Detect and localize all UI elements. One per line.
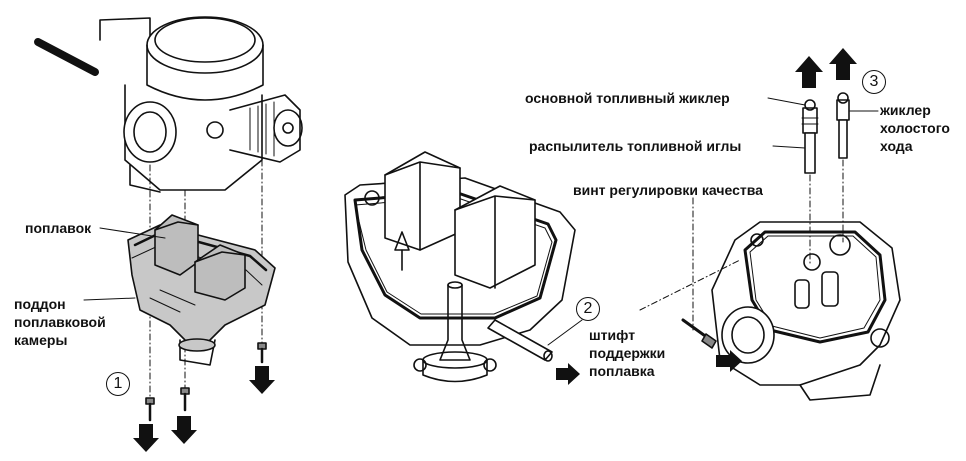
screws-left [145, 342, 267, 422]
label-float-chamber-tray-line2: поплавковой [14, 314, 106, 330]
guide-lines-right [639, 159, 844, 331]
quality-screw [681, 318, 717, 349]
label-float-chamber-tray-line1: поддон [14, 296, 66, 312]
label-quality-screw: винт регулировки качества [573, 182, 763, 198]
arrow-down-icon [249, 366, 275, 394]
label-float: поплавок [25, 220, 92, 236]
leader-lines [83, 97, 879, 346]
label-needle-jet: распылитель топливной иглы [529, 138, 742, 154]
label-idle-jet-line3: хода [880, 138, 913, 154]
float-chamber-tray [127, 214, 276, 366]
arrow-down-icon [171, 416, 197, 444]
label-float-chamber-tray-line3: камеры [14, 332, 68, 348]
carburetor-body-left [34, 16, 303, 193]
step-marker-2: 2 [576, 297, 600, 321]
arrow-down-icon [133, 424, 159, 452]
arrow-right-icon [556, 363, 580, 385]
label-main-jet: основной топливный жиклер [525, 90, 730, 106]
arrow-right-icon [716, 350, 742, 372]
arrows [133, 48, 857, 452]
jets-right [801, 92, 850, 174]
label-idle-jet-line2: холостого [880, 120, 950, 136]
carburetor-body-right [711, 221, 901, 401]
arrow-up-icon [795, 56, 823, 88]
label-float-pin-line3: поплавка [589, 363, 655, 379]
label-float-pin-line1: штифт [589, 327, 636, 343]
arrow-up-icon [829, 48, 857, 80]
label-float-pin-line2: поддержки [589, 345, 666, 361]
step-marker-1: 1 [106, 372, 130, 396]
float-chamber-middle [344, 151, 576, 383]
label-idle-jet-line1: жиклер [880, 102, 931, 118]
step-marker-3: 3 [862, 70, 886, 94]
